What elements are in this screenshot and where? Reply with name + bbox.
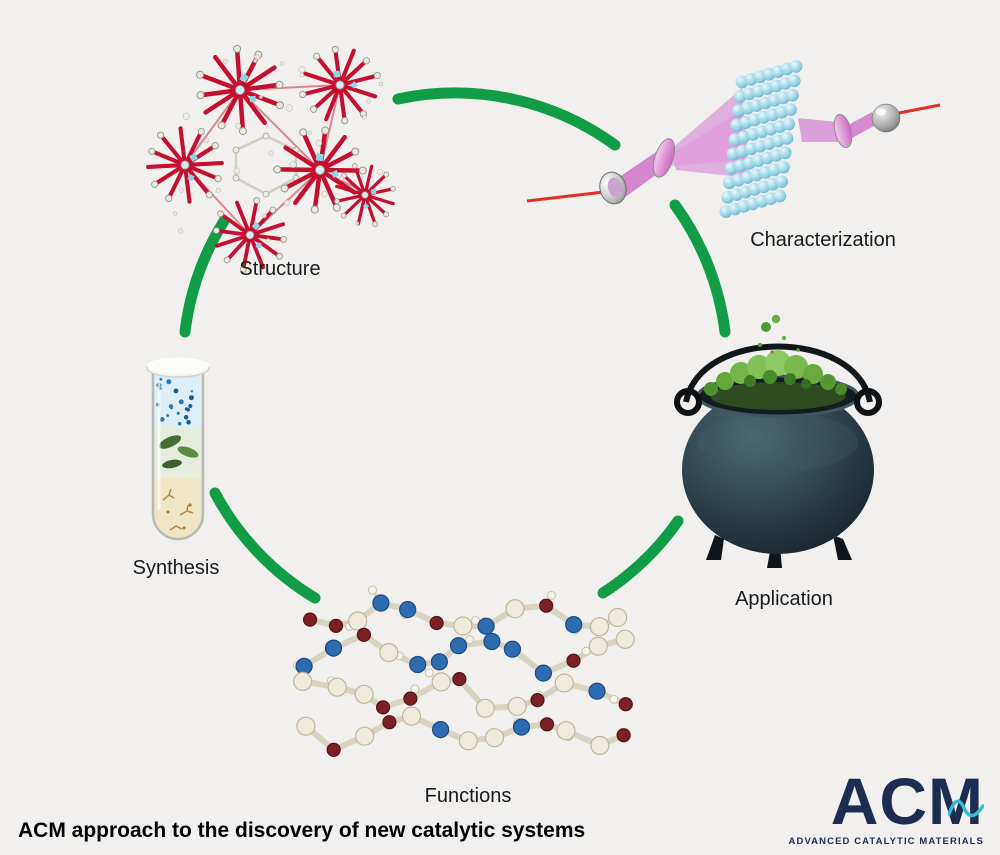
protein-bonds bbox=[297, 589, 627, 753]
label-characterization: Characterization bbox=[750, 229, 896, 251]
beam-segment bbox=[850, 112, 874, 138]
beam-segment bbox=[798, 118, 838, 142]
label-functions: Functions bbox=[424, 785, 512, 807]
cycle-arc-left-upper bbox=[179, 215, 230, 338]
test-tube-illustration bbox=[146, 357, 210, 541]
cycle-arc-right-lower bbox=[597, 515, 684, 599]
logo-tagline-row: ADVANCED CATALYTIC MATERIALS bbox=[784, 836, 984, 847]
cycle-arcs bbox=[179, 87, 731, 604]
mof-scatter-atoms bbox=[173, 54, 384, 243]
logo-acronym: ACM bbox=[784, 768, 984, 834]
acm-logo: ACM ADVANCED CATALYTIC MATERIALS bbox=[784, 768, 984, 847]
label-application: Application bbox=[735, 588, 833, 610]
protein-model-illustration bbox=[292, 585, 635, 757]
detector-sphere-icon bbox=[871, 103, 901, 133]
cauldron-handle-bail bbox=[683, 343, 873, 403]
mof-crystal-illustration bbox=[128, 32, 411, 287]
cycle-arc-top bbox=[392, 87, 621, 151]
laser-beam-in bbox=[526, 190, 605, 203]
laser-beam-out bbox=[898, 103, 941, 115]
cycle-arc-left-lower bbox=[209, 487, 321, 604]
lens-icon bbox=[652, 138, 676, 178]
logo-wave-icon bbox=[948, 799, 984, 818]
cauldron-illustration bbox=[674, 314, 882, 568]
label-synthesis: Synthesis bbox=[132, 557, 220, 579]
figure-caption: ACM approach to the discovery of new cat… bbox=[18, 819, 586, 842]
logo-tagline: ADVANCED CATALYTIC MATERIALS bbox=[788, 836, 984, 847]
cycle-arc-right-upper bbox=[669, 199, 731, 338]
laser-optics-illustration bbox=[526, 60, 941, 219]
sample-sphere-array bbox=[719, 60, 803, 219]
label-structure: Structure bbox=[239, 258, 321, 280]
protein-atoms bbox=[292, 585, 635, 757]
parabolic-mirror-icon bbox=[599, 171, 627, 205]
cauldron-bubbles bbox=[704, 314, 847, 396]
